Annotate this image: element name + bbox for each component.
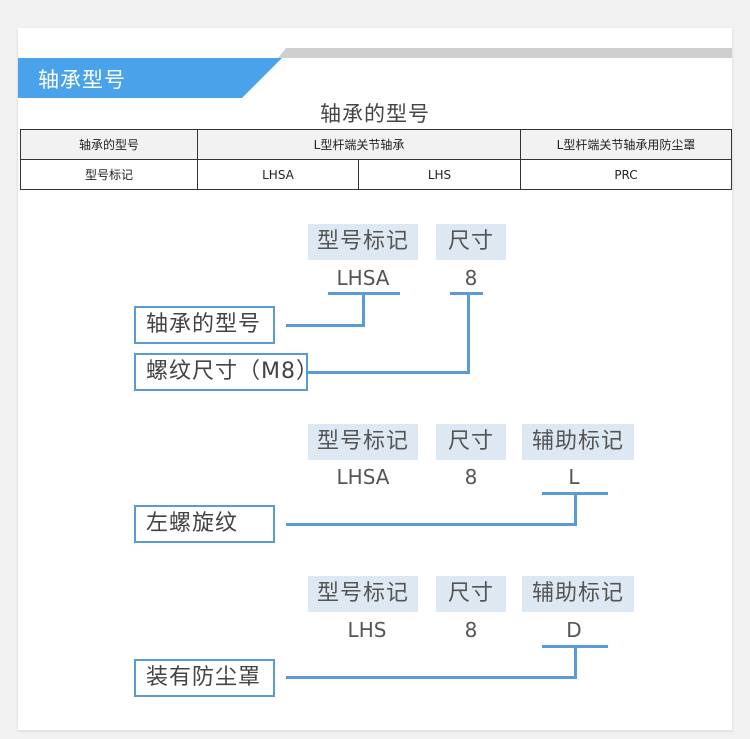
table-row: 型号标记 LHSA LHS PRC (20, 159, 732, 190)
table-cell: LHSA (197, 159, 359, 190)
connector (286, 676, 577, 679)
value-aux: L (568, 465, 580, 489)
table-cell: 轴承的型号 (20, 129, 198, 160)
value-aux: D (566, 618, 582, 642)
label-size: 尺寸 (436, 424, 506, 460)
model-table: 轴承的型号 L型杆端关节轴承 L型杆端关节轴承用防尘罩 型号标记 LHSA LH… (20, 129, 732, 190)
value-size: 8 (464, 465, 478, 489)
underline (450, 292, 483, 295)
connector (286, 324, 365, 327)
content-card: 轴承型号 轴承的型号 轴承的型号 L型杆端关节轴承 L型杆端关节轴承用防尘罩 型… (18, 28, 732, 730)
value-model: LHS (347, 618, 387, 642)
value-model: LHSA (336, 465, 390, 489)
connector (574, 492, 577, 526)
value-size: 8 (464, 618, 478, 642)
connector (467, 292, 470, 374)
table-cell: L型杆端关节轴承用防尘罩 (520, 129, 732, 160)
table-cell: 型号标记 (20, 159, 198, 190)
connector (302, 371, 470, 374)
label-aux-mark: 辅助标记 (522, 424, 634, 460)
table-cell: LHS (358, 159, 521, 190)
label-model-mark: 型号标记 (308, 576, 418, 612)
section-banner: 轴承型号 (18, 28, 732, 100)
callout-bearing-model: 轴承的型号 (134, 306, 275, 344)
label-aux-mark: 辅助标记 (522, 576, 634, 612)
label-size: 尺寸 (436, 576, 506, 612)
label-model-mark: 型号标记 (308, 424, 418, 460)
label-model-mark: 型号标记 (308, 224, 418, 260)
label-size: 尺寸 (436, 224, 506, 260)
value-model: LHSA (336, 266, 390, 290)
connector (362, 292, 365, 326)
document-title: 轴承的型号 (320, 102, 430, 126)
banner-graphic (18, 48, 732, 98)
banner-title: 轴承型号 (38, 68, 126, 92)
callout-left-thread: 左螺旋纹 (134, 505, 275, 543)
table-row: 轴承的型号 L型杆端关节轴承 L型杆端关节轴承用防尘罩 (20, 129, 732, 160)
value-size: 8 (464, 266, 478, 290)
callout-dust-cover: 装有防尘罩 (134, 659, 275, 697)
callout-thread-size: 螺纹尺寸（M8） (134, 353, 318, 391)
table-cell: PRC (520, 159, 732, 190)
connector (286, 523, 577, 526)
table-cell: L型杆端关节轴承 (197, 129, 521, 160)
connector (574, 645, 577, 679)
